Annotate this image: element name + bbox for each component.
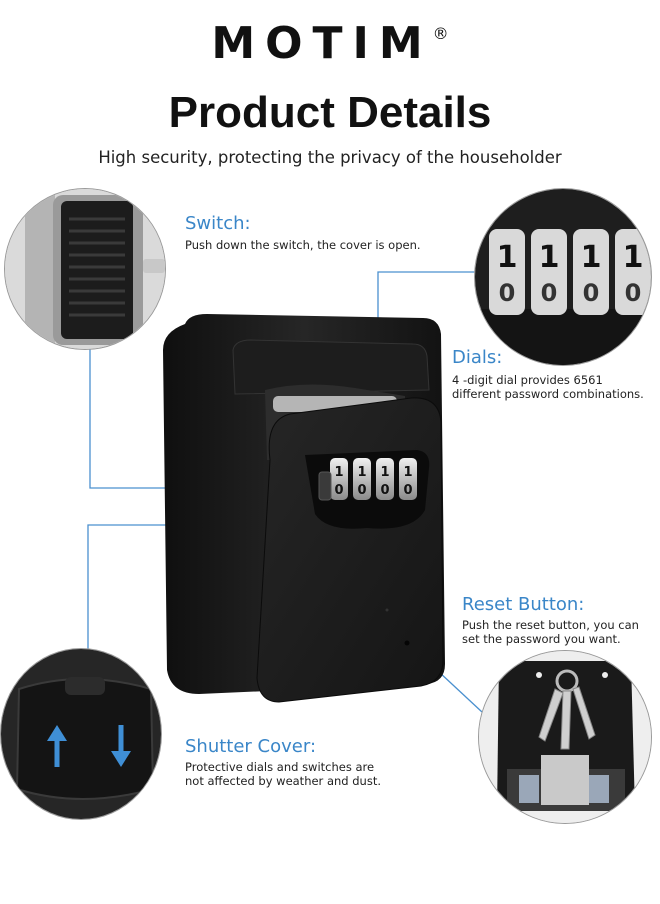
svg-text:1: 1 (403, 465, 412, 480)
shutter-detail-image (0, 648, 162, 820)
switch-title: Switch: (185, 213, 251, 234)
shutter-description-line-1: Protective dials and switches are (185, 760, 375, 774)
switch-detail-image (4, 188, 166, 350)
svg-text:1: 1 (497, 240, 518, 275)
svg-text:1: 1 (581, 240, 602, 275)
up-arrow-icon (47, 725, 67, 767)
svg-text:1: 1 (539, 240, 560, 275)
svg-text:1: 1 (380, 465, 389, 480)
brand-logo: MOTIM® (0, 18, 660, 69)
svg-text:0: 0 (541, 279, 558, 307)
svg-text:0: 0 (499, 279, 516, 307)
reset-description-line-1: Push the reset button, you can (462, 618, 639, 632)
registered-mark-icon: ® (432, 24, 449, 43)
down-arrow-icon (111, 725, 131, 767)
svg-text:1: 1 (623, 240, 644, 275)
reset-description-line-2: set the password you want. (462, 632, 621, 646)
page-subtitle: High security, protecting the privacy of… (98, 148, 562, 167)
svg-text:0: 0 (380, 483, 389, 498)
svg-text:0: 0 (583, 279, 600, 307)
switch-description: Push down the switch, the cover is open. (185, 238, 421, 252)
reset-title: Reset Button: (462, 594, 585, 615)
dials-description-line-2: different password combinations. (452, 387, 644, 401)
reset-detail-image (478, 650, 652, 824)
dials-description-line-1: 4 -digit dial provides 6561 (452, 373, 603, 387)
svg-text:0: 0 (403, 483, 412, 498)
svg-text:0: 0 (357, 483, 366, 498)
svg-text:0: 0 (625, 279, 642, 307)
shutter-title: Shutter Cover: (185, 736, 317, 757)
dials-title: Dials: (452, 347, 503, 368)
svg-text:1: 1 (334, 465, 343, 480)
brand-name: MOTIM (211, 18, 433, 69)
svg-text:1: 1 (357, 465, 366, 480)
page-title: Product Details (168, 88, 492, 137)
shutter-description-line-2: not affected by weather and dust. (185, 774, 381, 788)
svg-text:0: 0 (334, 483, 343, 498)
